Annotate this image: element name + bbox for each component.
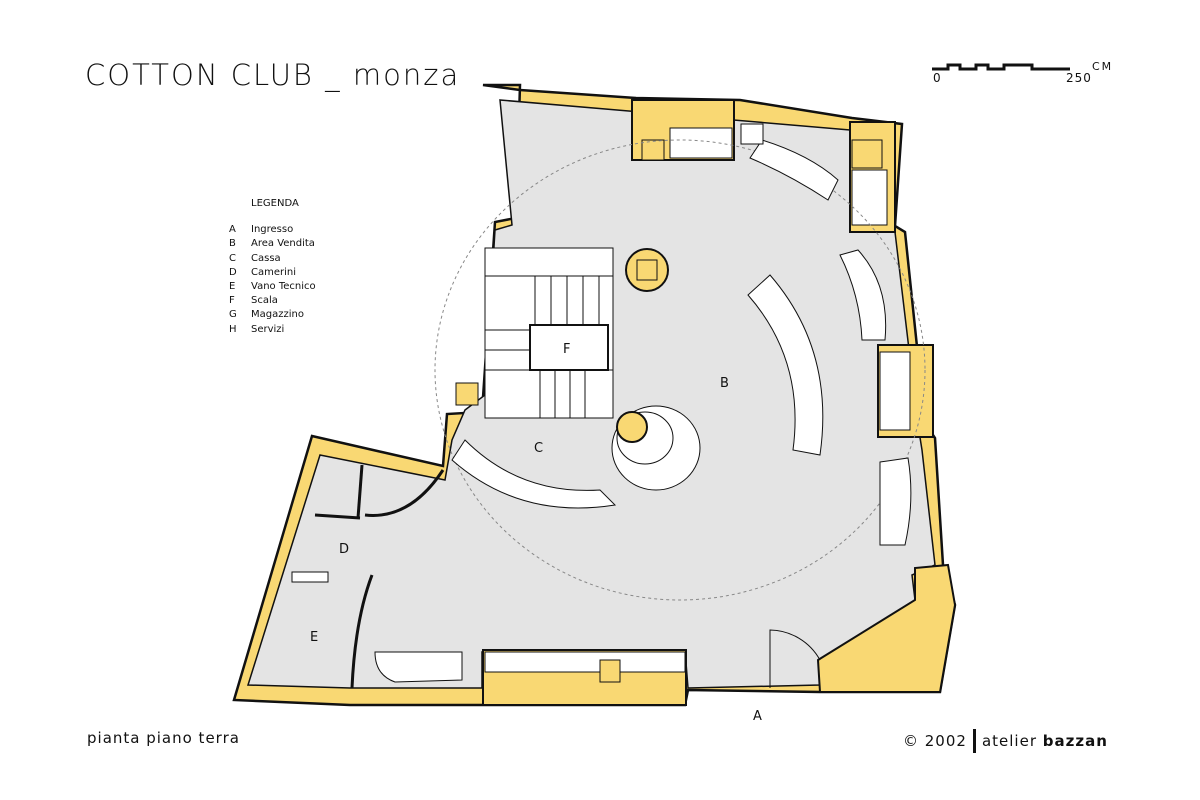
scale-end: 250 — [1066, 71, 1092, 85]
shelf — [851, 169, 888, 226]
cashier-counter — [451, 439, 617, 509]
bench — [291, 571, 329, 583]
plan-label-e: E — [310, 630, 318, 645]
brand-light: atelier — [981, 732, 1037, 750]
scale-bar: CM 0 250 — [930, 58, 1130, 88]
staircase — [484, 247, 614, 419]
plan-subtitle: pianta piano terra — [87, 729, 240, 747]
page-title: COTTON CLUB _ monza — [85, 58, 461, 92]
wall-niche — [816, 563, 957, 693]
shelf — [669, 127, 733, 159]
shelf — [484, 651, 686, 673]
sales-area-circle — [434, 139, 926, 601]
legend-heading: LEGENDA — [251, 198, 299, 209]
entrance-door — [769, 629, 821, 688]
round-display — [625, 248, 669, 292]
plan-label-b: B — [720, 376, 729, 391]
scale-bar-graphic — [932, 63, 1070, 71]
column — [641, 139, 665, 161]
plan-label-a: A — [753, 709, 762, 724]
column — [851, 139, 883, 169]
display-cube — [740, 123, 764, 145]
plan-label-f: F — [563, 342, 570, 357]
scale-start: 0 — [933, 71, 941, 85]
dressing-rooms — [314, 464, 445, 689]
copyright-year: © 2002 — [903, 732, 967, 750]
column — [616, 411, 648, 443]
display-table — [749, 139, 839, 201]
display-table — [374, 651, 463, 683]
copyright: © 2002 atelier bazzan — [903, 729, 1108, 753]
divider — [972, 729, 976, 753]
shelf — [879, 351, 911, 431]
display-table — [839, 249, 887, 341]
brand-bold: bazzan — [1042, 732, 1108, 750]
scale-unit: CM — [1092, 60, 1114, 73]
column — [599, 659, 621, 683]
display-top — [636, 259, 658, 281]
plan-label-d: D — [339, 542, 349, 557]
column — [455, 382, 479, 406]
plan-label-c: C — [534, 441, 543, 456]
display-table — [879, 457, 912, 546]
curved-bench — [747, 274, 824, 456]
